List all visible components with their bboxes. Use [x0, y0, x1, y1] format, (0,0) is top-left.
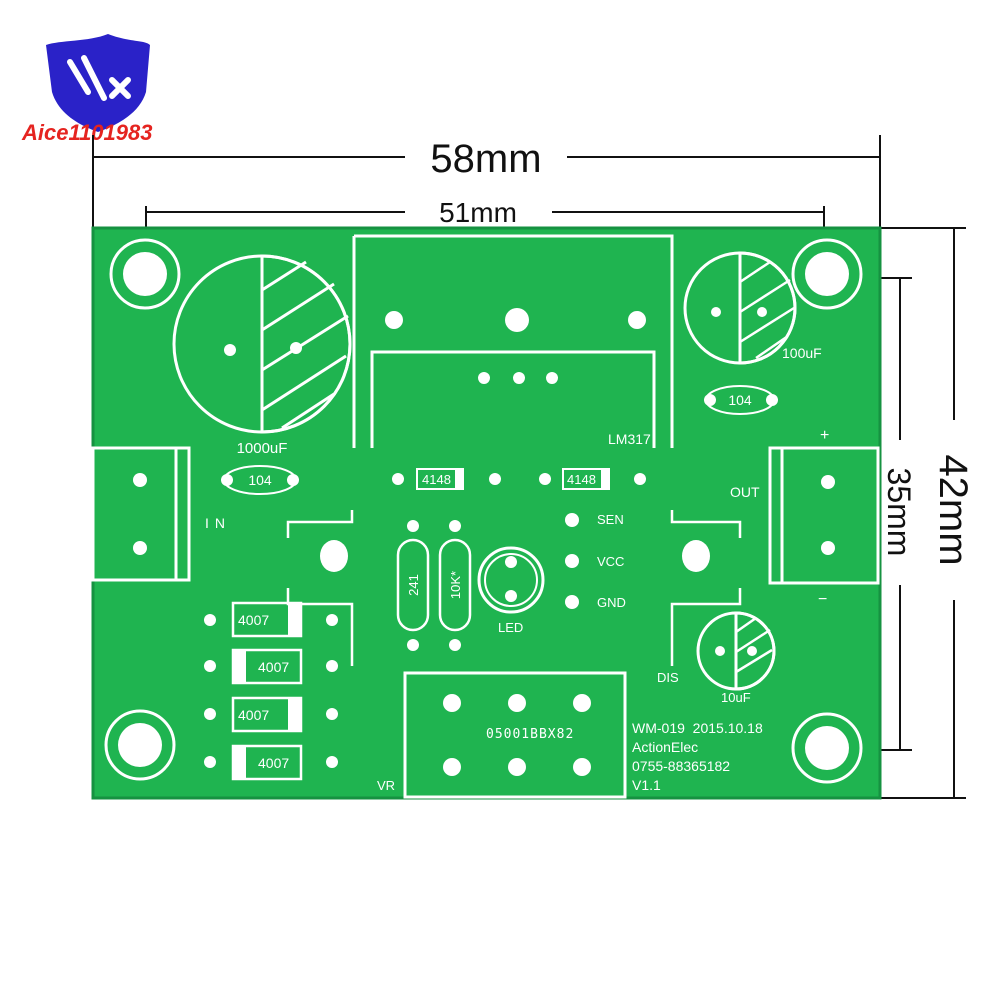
- board-info-line-1: WM-019 2015.10.18: [632, 720, 763, 736]
- dimension-58mm: 58mm: [430, 137, 541, 181]
- capacitor-104-right: 104: [704, 385, 778, 415]
- label-minus: −: [818, 591, 827, 608]
- capacitor-10uf: 10uF: [696, 611, 776, 705]
- label-pot-code: 05001BBX82: [486, 727, 574, 742]
- lm317-heatsink: [352, 234, 674, 448]
- capacitor-1000uf: 1000uF: [172, 254, 352, 457]
- board-info-line-2: ActionElec: [632, 739, 698, 755]
- label-10uf: 10uF: [721, 690, 751, 705]
- diode-4007-4: 4007: [204, 744, 338, 781]
- diode-4007-2: 4007: [204, 648, 338, 685]
- board-info: WM-019 2015.10.18 ActionElec 0755-883651…: [632, 720, 763, 793]
- label-in: IN: [205, 515, 231, 531]
- diode-4148-a: 4148: [392, 468, 501, 490]
- brand-name: Aice1101983: [21, 120, 153, 145]
- sensor-pins: SEN VCC GND: [565, 512, 626, 610]
- diode-4007-3: 4007: [204, 696, 338, 733]
- label-plus: +: [820, 427, 829, 444]
- terminal-input: IN: [91, 446, 231, 582]
- label-lm317: LM317: [608, 431, 651, 447]
- dimension-42mm: 42mm: [931, 454, 975, 565]
- label-vcc: VCC: [597, 554, 624, 569]
- resistor-241: 241: [396, 520, 430, 651]
- resistor-10k: 10K*: [438, 520, 472, 651]
- label-100uf: 100uF: [782, 345, 822, 361]
- rectifier-diodes: 4007 4007 4007 4007: [204, 601, 338, 781]
- label-out: OUT: [730, 484, 760, 500]
- label-104-left: 104: [248, 472, 272, 488]
- pcb-board: [93, 228, 880, 798]
- mounting-holes: [104, 238, 863, 784]
- label-4007-2: 4007: [258, 659, 289, 675]
- label-dis: DIS: [657, 670, 679, 685]
- potentiometer-vr: 05001BBX82 VR: [377, 671, 627, 799]
- board-info-line-4: V1.1: [632, 777, 661, 793]
- brand-logo: Aice1101983: [21, 34, 153, 145]
- label-4148-a: 4148: [422, 472, 451, 487]
- label-10k: 10K*: [448, 571, 463, 599]
- label-4007-3: 4007: [238, 707, 269, 723]
- dimension-35mm: 35mm: [881, 468, 917, 557]
- label-4148-b: 4148: [567, 472, 596, 487]
- label-led: LED: [498, 620, 523, 635]
- capacitor-104-left: 104: [221, 465, 299, 495]
- terminal-output: OUT + −: [730, 427, 880, 608]
- display-outline: [286, 510, 742, 666]
- label-gnd: GND: [597, 595, 626, 610]
- label-4007-4: 4007: [258, 755, 289, 771]
- label-1000uf: 1000uF: [237, 440, 288, 457]
- label-241: 241: [406, 574, 421, 596]
- label-4007-1: 4007: [238, 612, 269, 628]
- led-footprint: LED: [477, 546, 545, 635]
- label-sen: SEN: [597, 512, 624, 527]
- label-vr: VR: [377, 778, 395, 793]
- diode-4148-b: 4148: [539, 468, 646, 490]
- board-info-line-3: 0755-88365182: [632, 758, 730, 774]
- dimension-51mm: 51mm: [439, 197, 517, 228]
- label-104-right: 104: [728, 392, 752, 408]
- diode-4007-1: 4007: [204, 601, 338, 638]
- capacitor-100uf: 100uF: [683, 251, 822, 365]
